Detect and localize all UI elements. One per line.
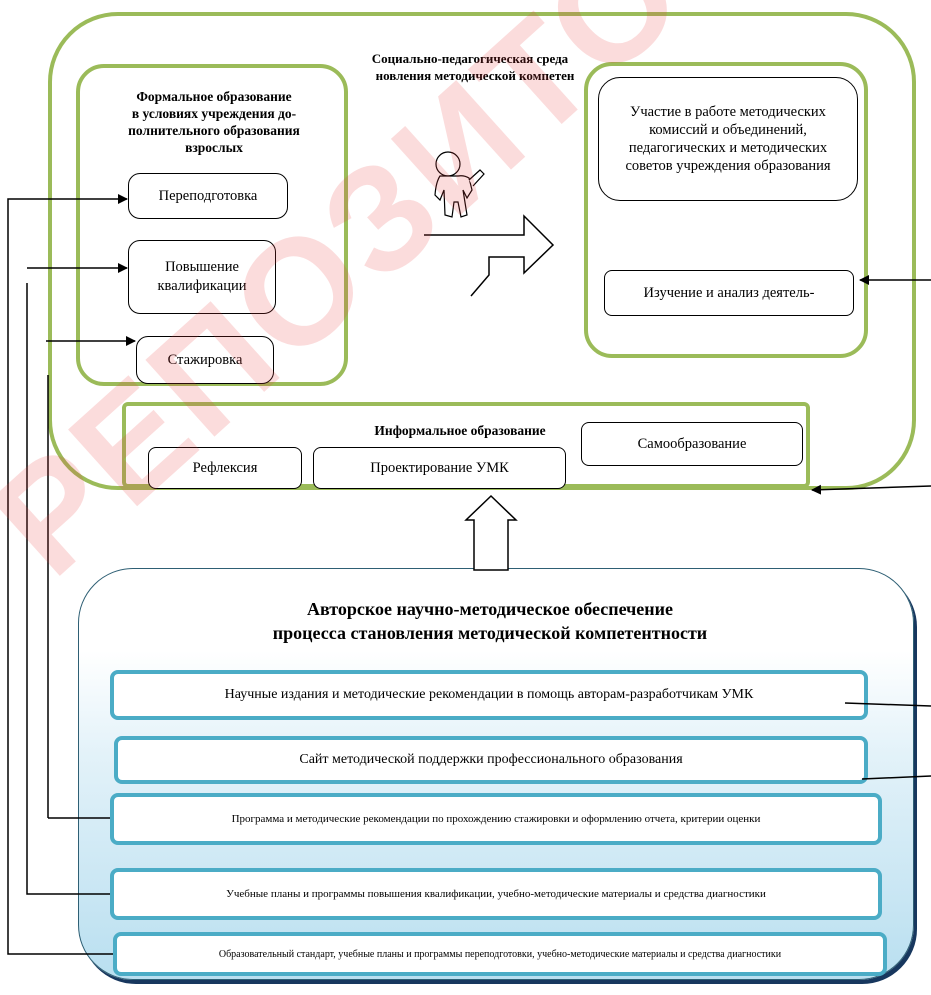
publications-label: Научные издания и методические рекоменда… [224,687,754,702]
standard-label: Образовательный стандарт, учебные планы … [218,948,782,960]
formal-title-line-2: в условиях учреждения до- [131,106,297,121]
qualification-box: Повышение квалификации [128,240,276,314]
website-label: Сайт методической поддержки профессионал… [299,752,683,767]
qualification-label: Повышение квалификации [157,259,247,294]
activity-analysis-label: Изучение и анализ деятель- [643,284,815,301]
support-item-publications: Научные издания и методические рекоменда… [110,670,868,720]
reflection-box: Рефлексия [148,447,302,489]
support-title: Авторское научно-методическое обеспечени… [120,597,860,645]
social-environment-title: Социально-педагогическая среда новления … [320,50,620,84]
self-education-label: Самообразование [637,435,747,452]
participation-box: Участие в работе методических комиссий и… [598,77,858,201]
umk-design-box: Проектирование УМК [313,447,566,489]
internship-box: Стажировка [136,336,274,384]
formal-title-line-3: полнительного образования [128,123,300,138]
support-title-line2: процесса становления методической компет… [272,623,708,643]
umk-design-label: Проектирование УМК [370,459,509,476]
support-item-standard: Образовательный стандарт, учебные планы … [113,932,887,976]
internship-program-label: Программа и методические рекомендации по… [231,813,761,825]
up-hollow-arrow [464,494,518,571]
retraining-label: Переподготовка [158,187,258,204]
internship-label: Стажировка [167,351,243,368]
self-education-box: Самообразование [581,422,803,466]
activity-analysis-box: Изучение и анализ деятель- [604,270,854,316]
retraining-box: Переподготовка [128,173,288,219]
qualification-plans-label: Учебные планы и программы повышения квал… [226,888,766,900]
reflection-label: Рефлексия [192,459,258,476]
support-title-line1: Авторское научно-методическое обеспечени… [306,599,673,619]
support-item-qualification-plans: Учебные планы и программы повышения квал… [110,868,882,920]
support-item-internship-program: Программа и методические рекомендации по… [110,793,882,845]
formal-title-line-1: Формальное образование [136,89,292,104]
social-environment-title-line1: Социально-педагогическая среда [371,51,569,66]
social-environment-title-line2: новления методической компетен [375,68,575,83]
formal-education-title: Формальное образование в условиях учрежд… [96,88,332,156]
support-item-website: Сайт методической поддержки профессионал… [114,736,868,784]
participation-label: Участие в работе методических комиссий и… [625,104,831,174]
informal-education-title: Информальное образование [374,423,546,438]
formal-title-line-4: взрослых [185,140,243,155]
